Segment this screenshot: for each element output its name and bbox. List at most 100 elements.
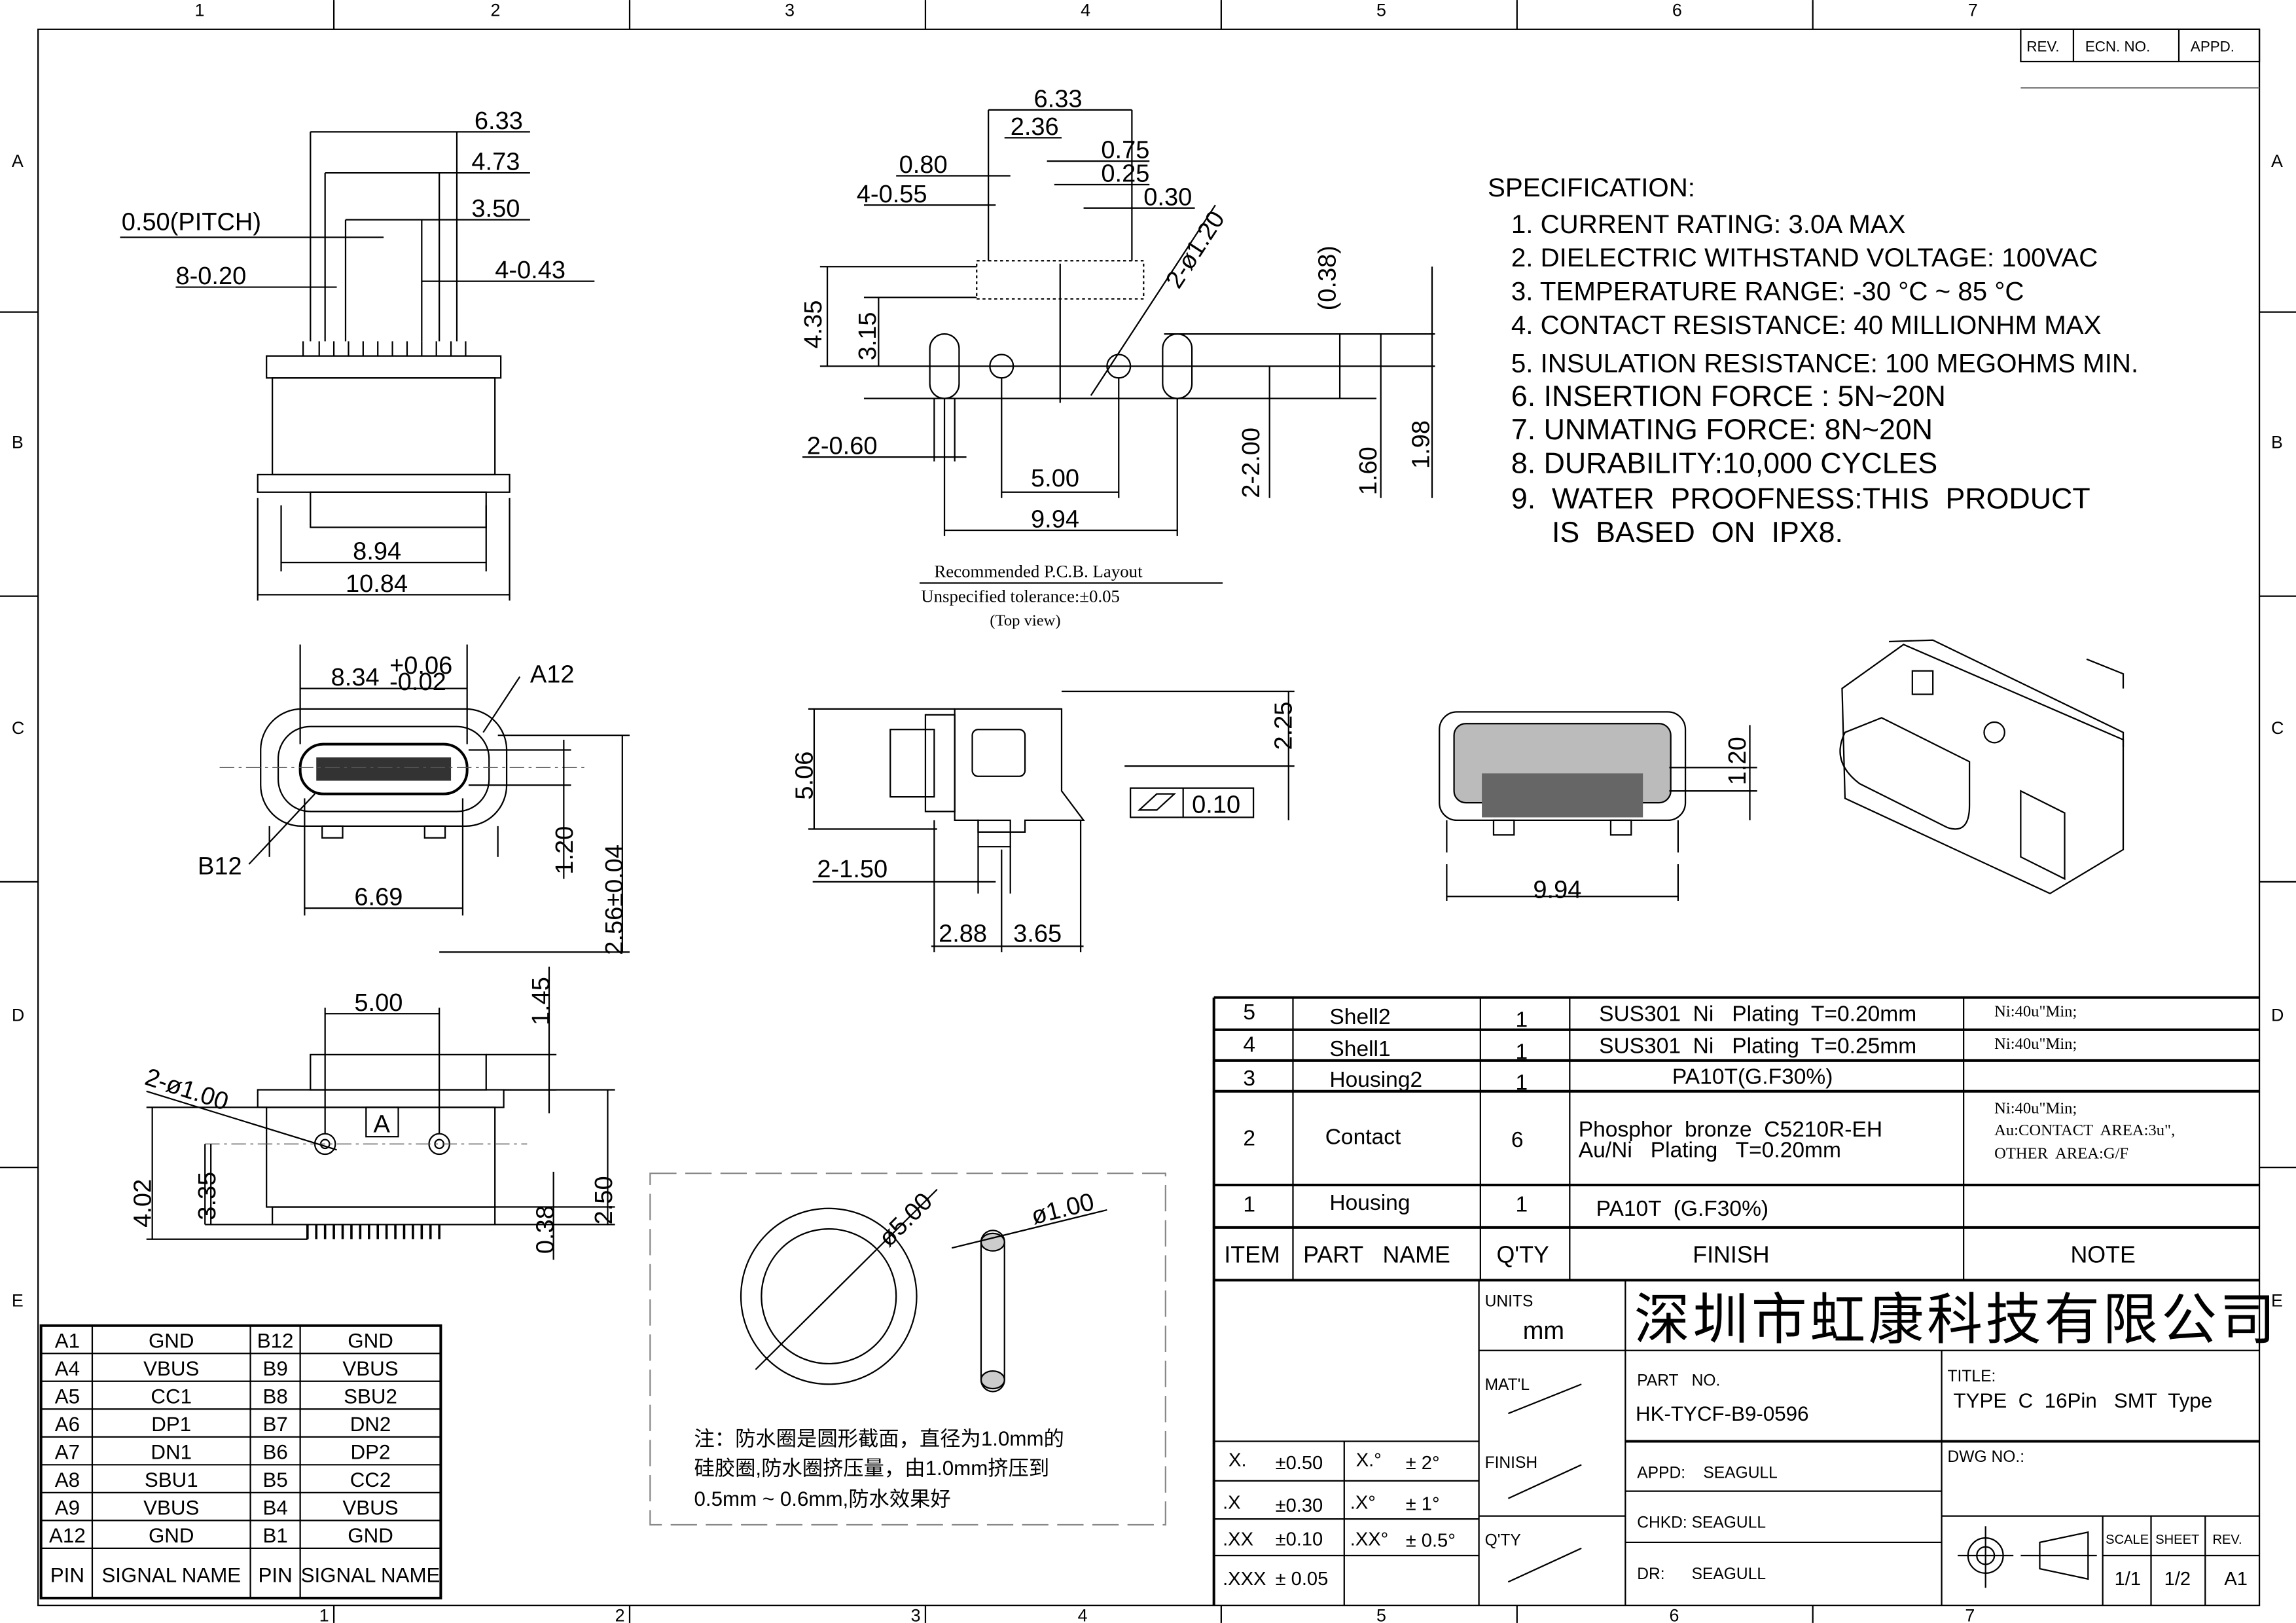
sheet-value: 1/2 bbox=[2164, 1569, 2191, 1590]
dimension-label: 9.94 bbox=[1533, 876, 1581, 903]
tolerance-cell: .XX° bbox=[1350, 1529, 1389, 1550]
bom-item: 2 bbox=[1243, 1127, 1255, 1151]
grid-row-label: D bbox=[12, 1005, 24, 1025]
signal-cell: GND bbox=[348, 1524, 393, 1547]
dimension-label: (0.38) bbox=[1314, 246, 1341, 310]
bottom-view: 5.00 1.45 2-ø1.00 4.02 3.35 0.38 2.50 A bbox=[129, 966, 618, 1260]
rev-header: REV. bbox=[2026, 38, 2059, 54]
top-view: 6.33 4.73 3.50 0.50(PITCH) 8-0.20 4-0.43… bbox=[120, 107, 595, 601]
dimension-label: 4.35 bbox=[800, 301, 827, 349]
pcb-caption: Recommended P.C.B. Layout bbox=[934, 562, 1143, 581]
tolerance-cell: .X bbox=[1223, 1492, 1240, 1513]
dimension-label: 1.45 bbox=[528, 977, 555, 1025]
pin-cell: B9 bbox=[262, 1357, 287, 1380]
dimension-label: 0.50(PITCH) bbox=[122, 208, 261, 236]
bom-note: Ni:40u"Min; bbox=[1994, 1099, 2077, 1117]
dimension-label: 5.06 bbox=[791, 752, 819, 800]
bom-item: 1 bbox=[1243, 1192, 1255, 1216]
pin-cell: B5 bbox=[262, 1468, 287, 1491]
tolerance-cell: ± 0.05 bbox=[1276, 1569, 1329, 1590]
drawing-number-label: DWG NO.: bbox=[1948, 1448, 2025, 1466]
isometric-view-illustration bbox=[1839, 639, 2125, 895]
bom-finish: Phosphor bronze C5210R-EH bbox=[1579, 1118, 1882, 1142]
bom-note: OTHER AREA:G/F bbox=[1994, 1145, 2128, 1163]
tolerance-cell: .XXX bbox=[1223, 1569, 1266, 1590]
tolerance-cell: .XX bbox=[1223, 1529, 1253, 1550]
pin-table-header: SIGNAL NAME bbox=[301, 1563, 440, 1586]
pin-cell: A4 bbox=[55, 1357, 80, 1380]
dimension-label: 4.73 bbox=[471, 149, 520, 176]
signal-cell: CC2 bbox=[350, 1468, 391, 1491]
bom-finish: PA10T (G.F30%) bbox=[1596, 1197, 1769, 1221]
pin-cell: A1 bbox=[55, 1329, 80, 1352]
bom-qty: 1 bbox=[1516, 1008, 1528, 1032]
tolerance-cell: ± 0.5° bbox=[1406, 1531, 1456, 1552]
revision-block: REV. ECN. NO. APPD. bbox=[2020, 28, 2261, 89]
dimension-label: 4-0.55 bbox=[857, 181, 927, 208]
pin-cell: B8 bbox=[262, 1385, 287, 1408]
spec-item: 1. CURRENT RATING: 3.0A MAX bbox=[1511, 210, 1906, 239]
dimension-label: 5.00 bbox=[1031, 465, 1079, 492]
grid-col-label: 3 bbox=[785, 1, 795, 20]
grid-row-label: C bbox=[2271, 718, 2284, 738]
grid-row-label: B bbox=[12, 433, 24, 452]
bom-qty: 1 bbox=[1516, 1040, 1528, 1065]
front-view: 8.34 +0.06 -0.02 A12 B12 6.69 1.20 2.56±… bbox=[198, 644, 630, 955]
pcb-view-note: (Top view) bbox=[990, 611, 1060, 629]
spec-item: 2. DIELECTRIC WITHSTAND VOLTAGE: 100VAC bbox=[1511, 243, 2098, 272]
dimension-label: 6.69 bbox=[354, 884, 403, 911]
rev-value: A1 bbox=[2224, 1569, 2248, 1590]
bom-header: PART NAME bbox=[1303, 1242, 1450, 1268]
bom-part: Shell2 bbox=[1329, 1005, 1390, 1029]
bom-table: 5 Shell2 1 SUS301 Ni Plating T=0.20mm Ni… bbox=[1212, 996, 2260, 1606]
bom-part: Housing2 bbox=[1329, 1068, 1422, 1092]
dimension-label: 4.02 bbox=[129, 1179, 156, 1228]
grid-col-label: 4 bbox=[1081, 1, 1090, 20]
dimension-label: 0.30 bbox=[1143, 183, 1192, 211]
spec-item: 6. INSERTION FORCE : 5N~20N bbox=[1511, 380, 1946, 412]
qty-label: Q'TY bbox=[1485, 1531, 1521, 1549]
pin-table-header: PIN bbox=[50, 1563, 84, 1586]
grid-row-label: E bbox=[2271, 1291, 2283, 1311]
bom-qty: 6 bbox=[1511, 1128, 1524, 1152]
grid-col-label: 2 bbox=[490, 1, 500, 20]
third-angle-projection-icon bbox=[1958, 1526, 2097, 1588]
dimension-label: 8.34 bbox=[331, 664, 380, 691]
pin-cell: B4 bbox=[262, 1496, 287, 1519]
spec-item: 4. CONTACT RESISTANCE: 40 MILLIONHM MAX bbox=[1511, 310, 2102, 340]
dimension-label: 3.15 bbox=[854, 312, 882, 360]
dimension-label: 1.20 bbox=[1724, 737, 1751, 785]
pcb-tolerance: Unspecified tolerance:±0.05 bbox=[921, 587, 1120, 606]
oring-note-line: 注：防水圈是圆形截面，直径为1.0mm的 bbox=[694, 1427, 1064, 1450]
grid-col-label: 6 bbox=[1669, 1606, 1679, 1623]
side-view: 5.06 2.25 0.10 2-1.50 2.88 3.65 bbox=[791, 690, 1297, 953]
tolerance-cell: X. bbox=[1229, 1450, 1246, 1471]
signal-cell: SBU2 bbox=[344, 1385, 397, 1408]
dimension-label: 9.94 bbox=[1031, 505, 1079, 533]
pin-cell: B1 bbox=[262, 1524, 287, 1547]
spec-title: SPECIFICATION: bbox=[1488, 173, 1695, 202]
signal-cell: GND bbox=[348, 1329, 393, 1352]
grid-col-label: 5 bbox=[1376, 1606, 1386, 1623]
dimension-label: 2.25 bbox=[1270, 702, 1297, 750]
units-value: mm bbox=[1523, 1317, 1564, 1345]
spec-item: 5. INSULATION RESISTANCE: 100 MEGOHMS MI… bbox=[1511, 348, 2138, 378]
approved-by: APPD: SEAGULL bbox=[1637, 1464, 1778, 1482]
dimension-label: 6.33 bbox=[475, 107, 523, 135]
spec-item: 9. WATER PROOFNESS:THIS PRODUCT bbox=[1511, 482, 2090, 515]
bom-part: Shell1 bbox=[1329, 1037, 1390, 1061]
spec-item: IS BASED ON IPX8. bbox=[1511, 516, 1843, 549]
grid-row-label: B bbox=[2271, 433, 2283, 452]
pin-cell: B7 bbox=[262, 1413, 287, 1436]
spec-item: 3. TEMPERATURE RANGE: -30 °C ~ 85 °C bbox=[1511, 277, 2024, 306]
company-name: 深圳市虹康科技有限公司 bbox=[1634, 1289, 2278, 1351]
ecn-header: ECN. NO. bbox=[2085, 38, 2150, 54]
dimension-label: 1.60 bbox=[1355, 447, 1382, 495]
bom-finish: Au/Ni Plating T=0.20mm bbox=[1579, 1138, 1841, 1162]
part-no-label: PART NO. bbox=[1637, 1372, 1720, 1390]
pin-table-header: PIN bbox=[259, 1563, 293, 1586]
scale-label: SCALE bbox=[2106, 1533, 2149, 1547]
signal-cell: CC1 bbox=[151, 1385, 192, 1408]
pin-cell: A5 bbox=[55, 1385, 80, 1408]
